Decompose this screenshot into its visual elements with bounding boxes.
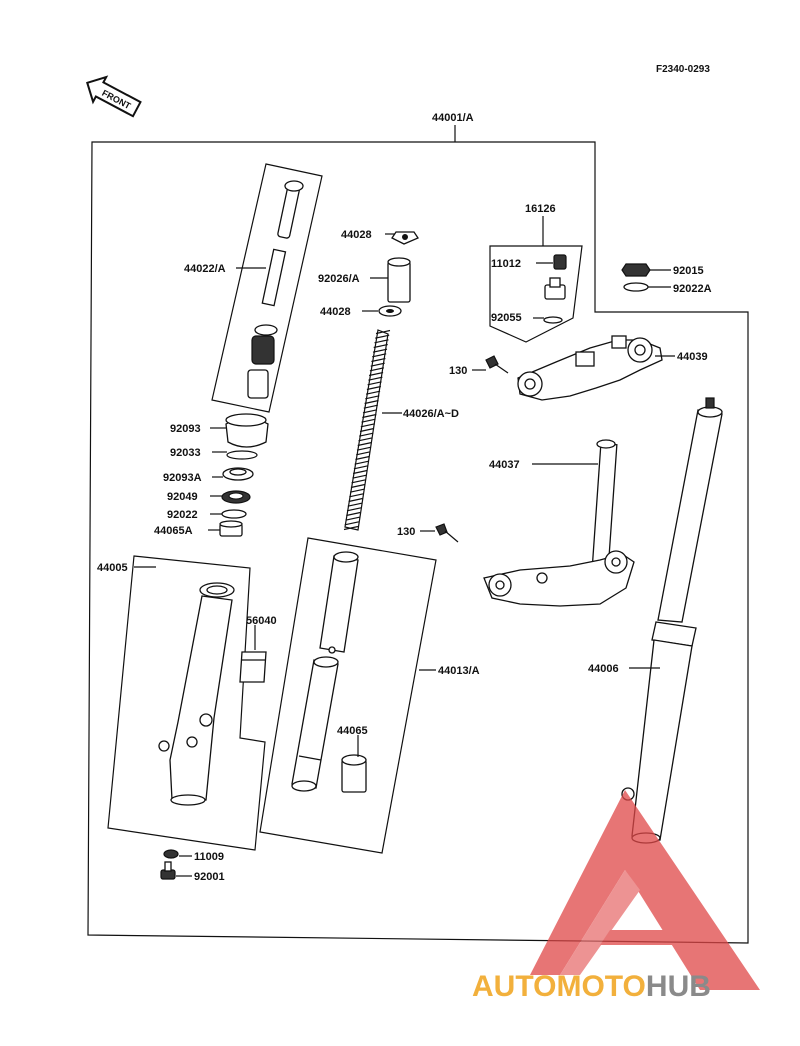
bolt-130-upper bbox=[485, 355, 509, 374]
upper-bracket-44039 bbox=[517, 335, 663, 401]
label-44065: 44065 bbox=[337, 725, 368, 737]
label-92022: 92022 bbox=[167, 509, 198, 521]
fork-spring-44026 bbox=[343, 329, 391, 531]
clip-92033 bbox=[226, 450, 258, 460]
watermark-text-hub: HUB bbox=[646, 970, 711, 1003]
dust-seal-92093 bbox=[225, 413, 269, 448]
seal-92093A bbox=[222, 467, 254, 481]
spacer-92026A bbox=[387, 257, 411, 303]
guide-56040 bbox=[239, 651, 267, 683]
outer-tube-44005 bbox=[158, 582, 235, 806]
label-92033: 92033 bbox=[170, 447, 201, 459]
label-44001A: 44001/A bbox=[432, 112, 474, 124]
gasket-11009 bbox=[163, 849, 179, 859]
label-56040: 56040 bbox=[246, 615, 277, 627]
group-outline-44022A bbox=[211, 163, 323, 413]
watermark-logo bbox=[530, 790, 760, 990]
label-130-upper: 130 bbox=[449, 365, 467, 377]
watermark-text-auto: AUTOMOTO bbox=[472, 970, 646, 1003]
group-outline-16126 bbox=[489, 245, 583, 343]
label-44005: 44005 bbox=[97, 562, 128, 574]
label-16126: 16126 bbox=[525, 203, 556, 215]
label-44065A: 44065A bbox=[154, 525, 193, 537]
valve-92055 bbox=[543, 277, 566, 324]
fork-44006 bbox=[621, 397, 723, 844]
label-92093A: 92093A bbox=[163, 472, 202, 484]
washer-92022A-top bbox=[623, 282, 649, 292]
label-92015: 92015 bbox=[673, 265, 704, 277]
bolt-92001 bbox=[160, 861, 176, 880]
label-92093: 92093 bbox=[170, 423, 201, 435]
assembly-outline bbox=[87, 141, 749, 944]
label-92022A-top: 92022A bbox=[673, 283, 712, 295]
watermark-text: AUTOMOTOHUB bbox=[472, 970, 711, 1003]
nut-92015 bbox=[621, 263, 651, 277]
bushing-44065A bbox=[219, 520, 243, 537]
label-92049: 92049 bbox=[167, 491, 198, 503]
label-92055: 92055 bbox=[491, 312, 522, 324]
inner-tube-44013A bbox=[291, 551, 359, 792]
stem-bracket-44037 bbox=[483, 439, 635, 607]
front-arrow-icon: FRONT bbox=[86, 75, 142, 118]
label-44022A: 44022/A bbox=[184, 263, 226, 275]
oil-seal-92049 bbox=[221, 490, 251, 504]
label-44028-top: 44028 bbox=[341, 229, 372, 241]
label-44037: 44037 bbox=[489, 459, 520, 471]
label-44013A: 44013/A bbox=[438, 665, 480, 677]
label-11012: 11012 bbox=[491, 258, 521, 270]
damper-rod-44022A bbox=[247, 180, 304, 399]
label-130-lower: 130 bbox=[397, 526, 415, 538]
label-44039: 44039 bbox=[677, 351, 708, 363]
group-outline-44005 bbox=[107, 555, 266, 851]
washer-92022 bbox=[221, 509, 247, 519]
washer-44028-top bbox=[391, 231, 419, 245]
washer-44028-bottom bbox=[378, 305, 402, 317]
bushing-44065 bbox=[341, 754, 367, 793]
figure-code: F2340-0293 bbox=[656, 64, 710, 75]
label-11009: 11009 bbox=[194, 851, 224, 863]
cap-11012 bbox=[553, 254, 567, 270]
bolt-130-lower bbox=[435, 523, 459, 543]
label-44026: 44026/A~D bbox=[403, 408, 459, 420]
label-44006: 44006 bbox=[588, 663, 619, 675]
label-92001: 92001 bbox=[194, 871, 225, 883]
label-44028-bottom: 44028 bbox=[320, 306, 351, 318]
label-92026A: 92026/A bbox=[318, 273, 360, 285]
group-outline-44013A bbox=[259, 537, 437, 854]
